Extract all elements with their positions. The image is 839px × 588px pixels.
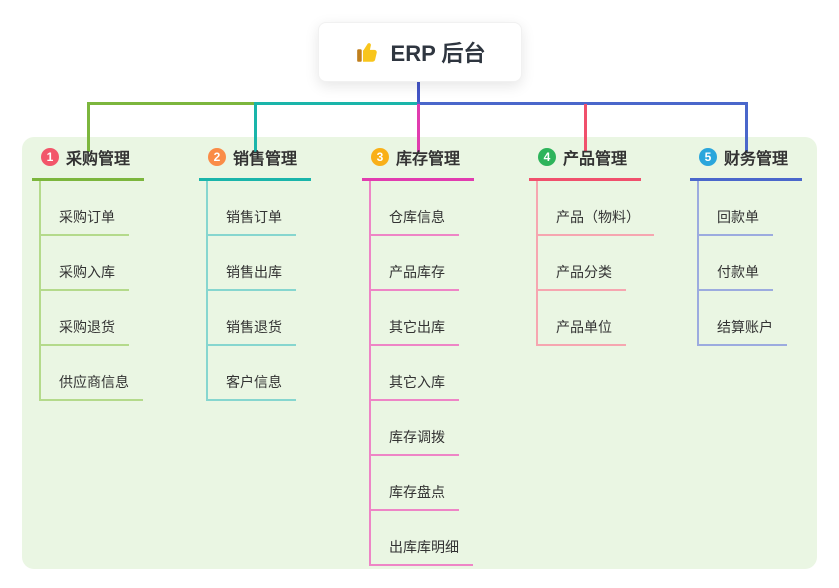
- thumbs-up-icon: [355, 39, 381, 65]
- branch-inventory-item-3: 其它入库: [371, 346, 474, 401]
- branch-inventory-item-6: 出库库明细: [371, 511, 474, 566]
- branch-procurement-item-3-label[interactable]: 供应商信息: [41, 372, 143, 401]
- branch-inventory-header[interactable]: 3 库存管理: [362, 145, 475, 181]
- root-node[interactable]: ERP 后台: [318, 22, 522, 82]
- branch-sales-header[interactable]: 2 销售管理: [199, 145, 312, 181]
- branch-sales-item-1-label[interactable]: 销售出库: [208, 262, 296, 291]
- branch-procurement-item-2: 采购退货: [41, 291, 144, 346]
- branch-product-item-2: 产品单位: [538, 291, 641, 346]
- connector-drop-finance: [745, 104, 748, 152]
- branch-inventory-item-6-label[interactable]: 出库库明细: [371, 537, 473, 566]
- branch-inventory-item-1: 产品库存: [371, 236, 474, 291]
- connector-horizontal-left-green: [87, 102, 254, 105]
- number-badge-1-icon: 1: [41, 148, 59, 166]
- connector-drop-procurement: [87, 104, 90, 152]
- branch-sales-item-0-label[interactable]: 销售订单: [208, 207, 296, 236]
- branch-procurement-item-1: 采购入库: [41, 236, 144, 291]
- branch-inventory-item-4-label[interactable]: 库存调拨: [371, 427, 459, 456]
- number-badge-4-icon: 4: [538, 148, 556, 166]
- branch-product-label: 产品管理: [563, 151, 628, 168]
- branch-inventory-item-0: 仓库信息: [371, 181, 474, 236]
- branch-sales-item-0: 销售订单: [208, 181, 311, 236]
- branch-inventory-item-1-label[interactable]: 产品库存: [371, 262, 459, 291]
- branch-finance-children: 回款单付款单结算账户: [697, 181, 802, 346]
- branch-procurement-item-1-label[interactable]: 采购入库: [41, 262, 129, 291]
- branch-product-header[interactable]: 4 产品管理: [529, 145, 642, 181]
- root-node-label: ERP 后台: [390, 41, 486, 66]
- connector-root-vertical: [417, 82, 420, 105]
- branch-finance-label: 财务管理: [724, 151, 789, 168]
- branch-inventory-label: 库存管理: [396, 151, 461, 168]
- branch-product-item-0: 产品（物料）: [538, 181, 654, 236]
- number-badge-5-icon: 5: [699, 148, 717, 166]
- branch-procurement-children: 采购订单采购入库采购退货供应商信息: [39, 181, 144, 401]
- branch-finance-item-2: 结算账户: [699, 291, 802, 346]
- branch-finance-header[interactable]: 5 财务管理: [690, 145, 803, 181]
- number-badge-2-icon: 2: [208, 148, 226, 166]
- branch-product-item-1-label[interactable]: 产品分类: [538, 262, 626, 291]
- connector-horizontal-right-blue: [417, 102, 748, 105]
- branch-sales-item-1: 销售出库: [208, 236, 311, 291]
- connector-drop-product: [584, 104, 587, 152]
- branch-sales-item-3-label[interactable]: 客户信息: [208, 372, 296, 401]
- branch-product-item-0-label[interactable]: 产品（物料）: [538, 207, 654, 236]
- connector-drop-inventory: [417, 104, 420, 152]
- connector-horizontal-left-teal: [254, 102, 418, 105]
- branch-procurement: 1 采购管理采购订单采购入库采购退货供应商信息: [32, 145, 145, 401]
- branch-procurement-label: 采购管理: [66, 151, 131, 168]
- branch-finance: 5 财务管理回款单付款单结算账户: [690, 145, 803, 346]
- branch-inventory-children: 仓库信息产品库存其它出库其它入库库存调拨库存盘点出库库明细: [369, 181, 474, 566]
- branch-inventory-item-2: 其它出库: [371, 291, 474, 346]
- branch-inventory-item-3-label[interactable]: 其它入库: [371, 372, 459, 401]
- branch-sales-item-3: 客户信息: [208, 346, 311, 401]
- branch-inventory: 3 库存管理仓库信息产品库存其它出库其它入库库存调拨库存盘点出库库明细: [362, 145, 475, 566]
- branch-inventory-item-5: 库存盘点: [371, 456, 474, 511]
- branch-inventory-item-2-label[interactable]: 其它出库: [371, 317, 459, 346]
- branch-procurement-header[interactable]: 1 采购管理: [32, 145, 145, 181]
- branch-inventory-item-5-label[interactable]: 库存盘点: [371, 482, 459, 511]
- branch-finance-item-0: 回款单: [699, 181, 802, 236]
- branch-procurement-item-2-label[interactable]: 采购退货: [41, 317, 129, 346]
- branch-product: 4 产品管理产品（物料） 产品分类产品单位: [529, 145, 654, 346]
- branch-sales-item-2-label[interactable]: 销售退货: [208, 317, 296, 346]
- branch-sales: 2 销售管理销售订单销售出库销售退货客户信息: [199, 145, 312, 401]
- branch-sales-label: 销售管理: [233, 151, 298, 168]
- branch-finance-item-0-label[interactable]: 回款单: [699, 207, 773, 236]
- branch-sales-item-2: 销售退货: [208, 291, 311, 346]
- number-badge-3-icon: 3: [371, 148, 389, 166]
- branch-inventory-item-4: 库存调拨: [371, 401, 474, 456]
- branch-product-children: 产品（物料） 产品分类产品单位: [536, 181, 654, 346]
- branch-finance-item-2-label[interactable]: 结算账户: [699, 317, 787, 346]
- branch-procurement-item-0-label[interactable]: 采购订单: [41, 207, 129, 236]
- branches-panel: [22, 137, 817, 569]
- branch-finance-item-1-label[interactable]: 付款单: [699, 262, 773, 291]
- branch-inventory-item-0-label[interactable]: 仓库信息: [371, 207, 459, 236]
- branch-finance-item-1: 付款单: [699, 236, 802, 291]
- branch-product-item-1: 产品分类: [538, 236, 641, 291]
- connector-drop-sales: [254, 104, 257, 152]
- branch-procurement-item-3: 供应商信息: [41, 346, 144, 401]
- branch-sales-children: 销售订单销售出库销售退货客户信息: [206, 181, 311, 401]
- branch-product-item-2-label[interactable]: 产品单位: [538, 317, 626, 346]
- branch-procurement-item-0: 采购订单: [41, 181, 144, 236]
